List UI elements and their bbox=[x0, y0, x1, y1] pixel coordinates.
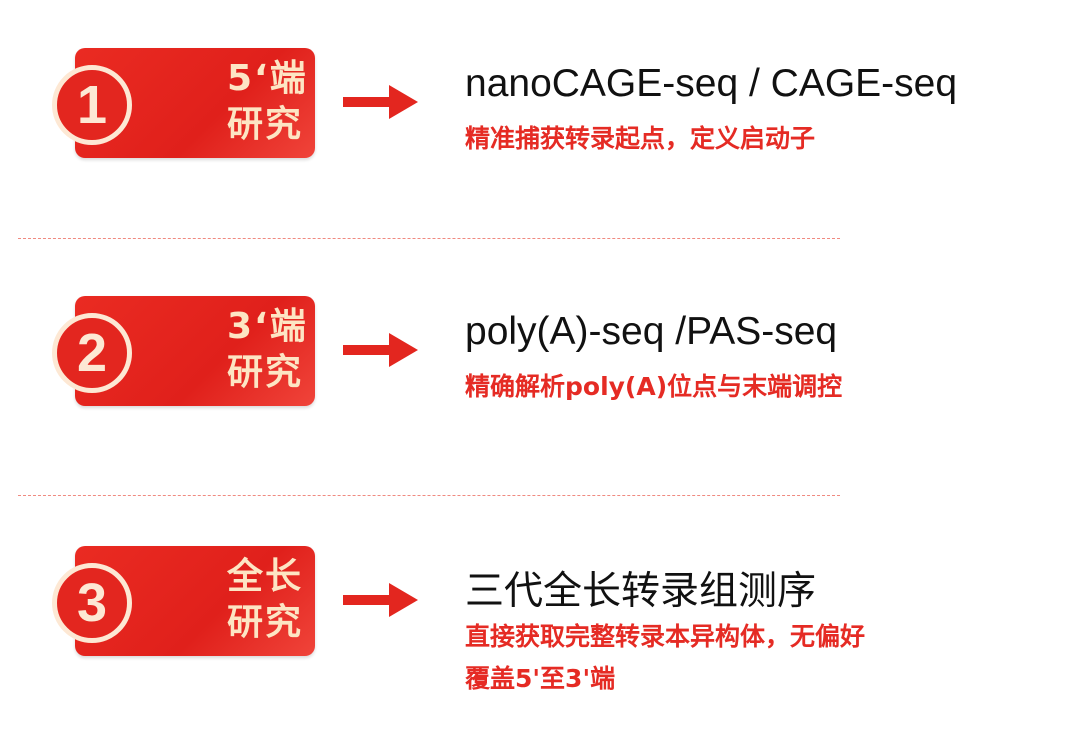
method-title: 三代全长转录组测序 bbox=[465, 570, 817, 613]
step-number: 1 bbox=[52, 65, 132, 145]
badge-line1: 5‘端 bbox=[227, 58, 308, 99]
arrow-right-icon bbox=[343, 85, 418, 119]
method-desc-line2: 覆盖5'至3'端 bbox=[465, 664, 616, 693]
method-desc: 精确解析poly(A)位点与末端调控 bbox=[465, 372, 843, 401]
method-desc: 精准捕获转录起点，定义启动子 bbox=[465, 124, 816, 153]
arrow-right-icon bbox=[343, 333, 418, 367]
divider bbox=[18, 495, 840, 496]
method-title: poly(A)-seq /PAS-seq bbox=[465, 310, 838, 353]
badge-line2: 研究 bbox=[227, 104, 304, 145]
divider bbox=[18, 238, 840, 239]
badge-line1: 全长 bbox=[227, 556, 304, 597]
badge-line2: 研究 bbox=[227, 602, 304, 643]
step-number: 3 bbox=[52, 563, 132, 643]
step-number: 2 bbox=[52, 313, 132, 393]
arrow-right-icon bbox=[343, 583, 418, 617]
method-desc-line1: 直接获取完整转录本异构体，无偏好 bbox=[465, 622, 866, 651]
badge-line1: 3‘端 bbox=[227, 306, 308, 347]
method-title: nanoCAGE-seq / CAGE-seq bbox=[465, 62, 958, 105]
badge-line2: 研究 bbox=[227, 352, 304, 393]
